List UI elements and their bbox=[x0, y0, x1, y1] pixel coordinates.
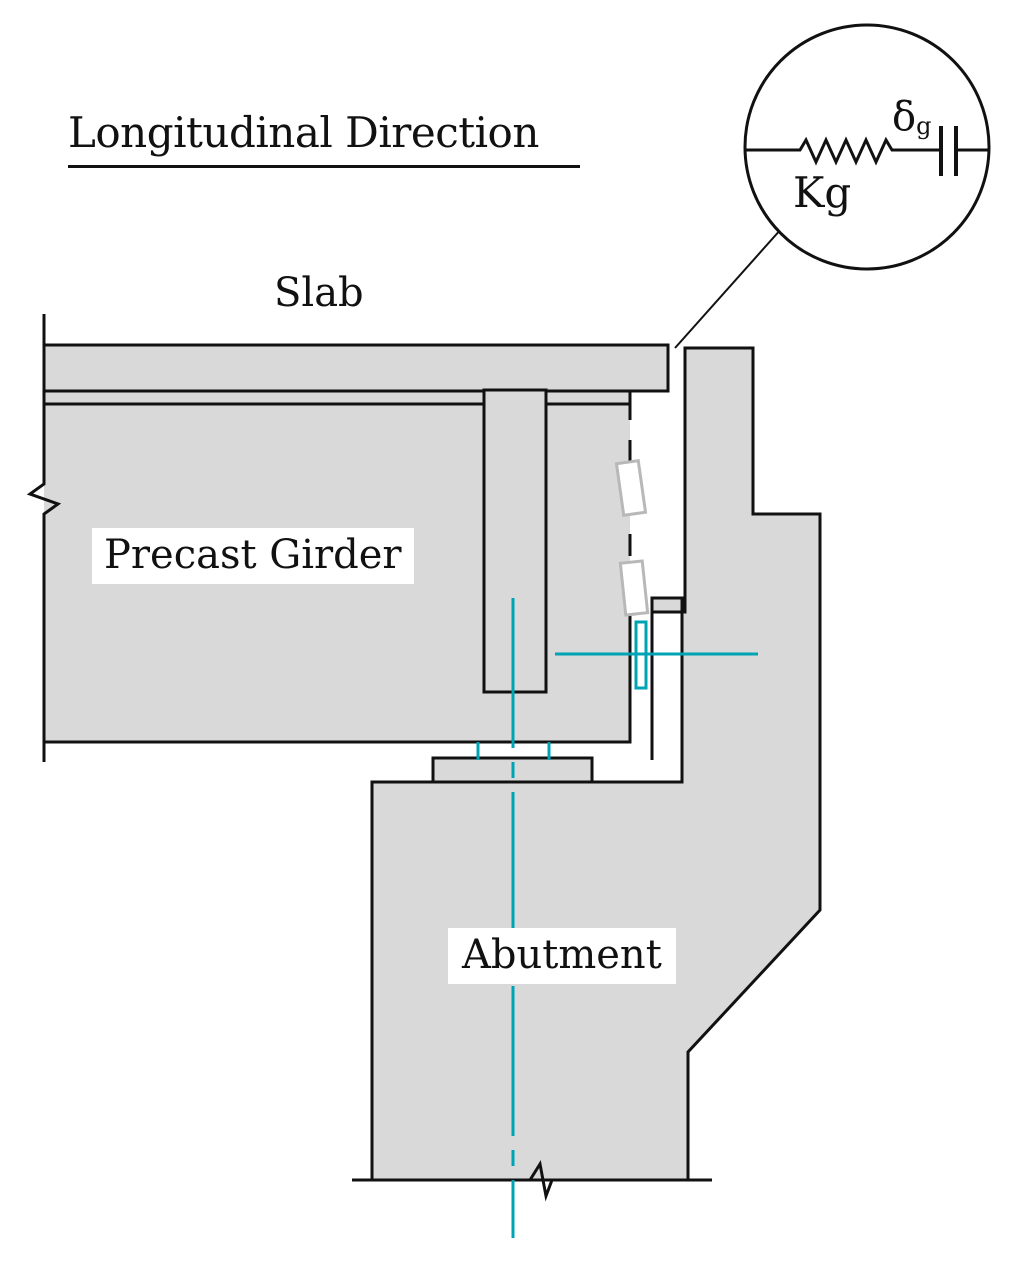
ghost-bearing-upper bbox=[614, 459, 648, 517]
diagram-title: Longitudinal Direction bbox=[68, 108, 539, 157]
detail-circle bbox=[743, 23, 991, 271]
gap-label: δg bbox=[892, 94, 931, 140]
gap-subscript: g bbox=[916, 112, 932, 140]
backwall-spring-element bbox=[634, 620, 648, 690]
spring-stiffness-label: Kg bbox=[793, 168, 852, 217]
backwall-edge bbox=[650, 596, 682, 760]
title-underline bbox=[68, 165, 580, 168]
abutment-break-line bbox=[352, 1159, 712, 1202]
girder-label: Precast Girder bbox=[92, 528, 414, 584]
ghost-bearing-lower bbox=[618, 559, 650, 617]
deck-slab bbox=[42, 343, 670, 393]
abutment-label: Abutment bbox=[448, 928, 676, 984]
slab-label: Slab bbox=[274, 270, 364, 316]
girder-break-line bbox=[26, 314, 62, 762]
spring-icon bbox=[745, 136, 940, 166]
gap-symbol: δ bbox=[892, 94, 917, 140]
detail-leader-line bbox=[674, 227, 783, 349]
end-diaphragm bbox=[482, 388, 548, 694]
